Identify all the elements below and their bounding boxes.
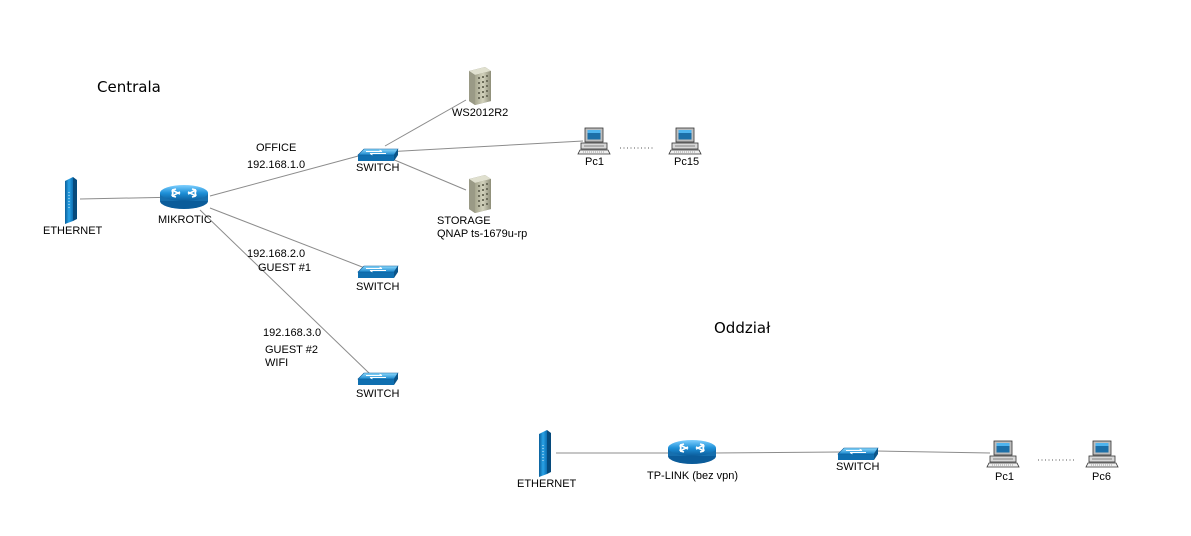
branch-ethernet-label: ETHERNET xyxy=(517,478,577,490)
branch-switch-label: SWITCH xyxy=(836,461,879,473)
ethernet-label: ETHERNET xyxy=(43,225,103,237)
section-title-oddzial: Oddział xyxy=(714,319,771,337)
link-tplink-switch xyxy=(713,451,841,454)
branch-router-label: TP-LINK (bez vpn) xyxy=(647,470,738,482)
storage-server-icon[interactable] xyxy=(469,175,491,213)
switch-guest1-label: SWITCH xyxy=(356,281,399,293)
section-title-centrala: Centrala xyxy=(97,78,161,96)
pc-icon[interactable] xyxy=(986,440,1020,468)
link-switch-storage xyxy=(384,155,467,191)
server-icon[interactable] xyxy=(469,67,491,105)
link-mikrotic-switch-guest2 xyxy=(199,209,371,375)
router-label: MIKROTIC xyxy=(158,214,212,226)
pc-icon[interactable] xyxy=(668,127,702,155)
branch-pc-first-label: Pc1 xyxy=(995,471,1014,483)
link-mikrotic-switch-office xyxy=(209,154,363,197)
router-icon[interactable] xyxy=(159,184,209,210)
office-net-ip: 192.168.1.0 xyxy=(247,159,305,171)
link-switch-pc1-branch xyxy=(875,450,991,454)
switch-guest2-label: SWITCH xyxy=(356,388,399,400)
router-icon[interactable] xyxy=(667,439,717,465)
office-net-name: OFFICE xyxy=(256,142,296,154)
guest2-net-ip: 192.168.3.0 xyxy=(263,327,321,339)
storage-label-line1: STORAGE xyxy=(437,215,491,227)
pc-icon[interactable] xyxy=(1085,440,1119,468)
link-mikrotic-switch-guest1 xyxy=(209,207,371,271)
guest2-net-extra: WIFI xyxy=(265,357,288,369)
switch-icon[interactable] xyxy=(357,148,399,162)
pc-last-label: Pc15 xyxy=(674,156,699,168)
switch-office-label: SWITCH xyxy=(356,162,399,174)
switch-icon[interactable] xyxy=(357,265,399,279)
switch-icon[interactable] xyxy=(837,447,879,461)
branch-pc-last-label: Pc6 xyxy=(1092,471,1111,483)
link-switch-ws2012r2 xyxy=(384,99,467,147)
guest1-net-name: GUEST #1 xyxy=(258,262,311,274)
ethernet-icon[interactable] xyxy=(64,176,78,225)
guest2-net-name: GUEST #2 xyxy=(265,344,318,356)
pc-first-label: Pc1 xyxy=(585,156,604,168)
switch-icon[interactable] xyxy=(357,372,399,386)
ethernet-icon[interactable] xyxy=(538,429,552,478)
guest1-net-ip: 192.168.2.0 xyxy=(247,248,305,260)
storage-label-line2: QNAP ts-1679u-rp xyxy=(437,228,527,240)
links xyxy=(79,99,1074,461)
server-ws-label: WS2012R2 xyxy=(452,107,508,119)
link-switch-pc1 xyxy=(384,140,584,153)
